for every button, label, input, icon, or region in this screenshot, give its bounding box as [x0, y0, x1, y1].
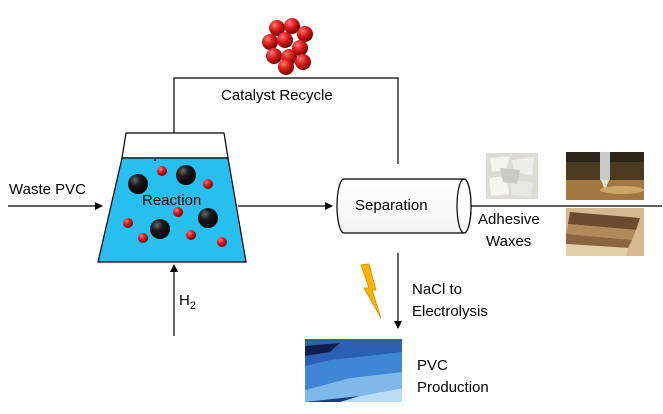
lightning-icon: [360, 263, 382, 319]
blue-granules-photo: [305, 339, 402, 402]
adhesive-flakes-photo: [486, 153, 538, 199]
h2-label-base: H: [179, 292, 190, 309]
catalyst-cluster-icon: [262, 18, 313, 75]
h2-label-subscript: 2: [189, 300, 196, 312]
separation-vessel: [336, 178, 472, 234]
reaction-label: Reaction: [142, 192, 202, 209]
wood-panels-photo: [566, 208, 644, 256]
catalyst-recycle-label: Catalyst Recycle: [221, 87, 333, 104]
pvc-label-line1: PVC: [417, 357, 448, 374]
nacl-label-line2: Electrolysis: [412, 303, 488, 320]
nacl-label-line1: NaCl to: [412, 281, 463, 298]
waste-pvc-label: Waste PVC: [9, 181, 86, 198]
separation-label: Separation: [355, 197, 428, 214]
glue-dispenser-photo: [566, 152, 644, 200]
pvc-label-line2: Production: [417, 379, 489, 396]
catalyst-particles: [123, 159, 227, 247]
h2-label: H2: [179, 291, 196, 316]
adhesive-label: Adhesive: [478, 211, 540, 228]
waxes-label: Waxes: [486, 233, 532, 250]
catalyst-recycle-line: [170, 77, 399, 164]
